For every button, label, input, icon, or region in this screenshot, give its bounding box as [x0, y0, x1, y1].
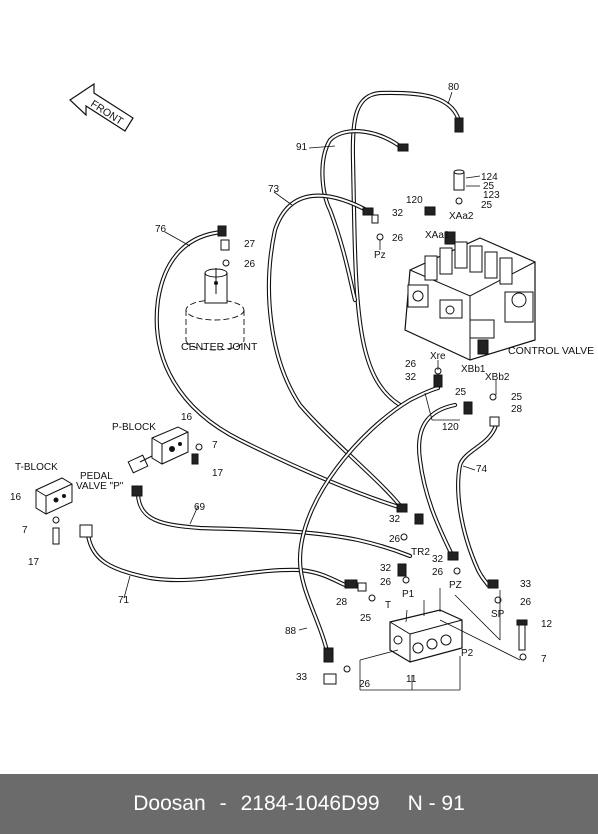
t-block-label: T-BLOCK	[15, 462, 58, 473]
callout-25d: 25	[511, 392, 523, 403]
center-joint: CENTER JOINT	[181, 268, 258, 353]
hoses	[85, 90, 499, 658]
port-tr2: TR2	[411, 547, 430, 558]
callout-26b: 26	[244, 259, 256, 270]
footer-page: N - 91	[407, 792, 465, 815]
callout-16a: 16	[181, 412, 193, 423]
center-joint-label: CENTER JOINT	[181, 341, 258, 353]
footer-brand: Doosan	[133, 792, 206, 815]
callout-32a: 32	[392, 208, 404, 219]
p-block-label: P-BLOCK	[112, 422, 156, 433]
callout-7b: 7	[22, 525, 28, 536]
callout-69: 69	[194, 502, 206, 513]
bolts	[52, 443, 528, 661]
port-pz: PZ	[449, 580, 462, 591]
footer-bar: Doosan - 2184-1046D99 N - 91	[0, 774, 598, 834]
control-valve-label: CONTROL VALVE	[508, 345, 594, 357]
port-sp: SP	[491, 609, 505, 620]
port-xre: Xre	[430, 351, 446, 362]
callout-26f: 26	[432, 567, 444, 578]
callout-73: 73	[268, 184, 280, 195]
callout-17a: 17	[212, 468, 224, 479]
port-xaa2: XAa2	[449, 211, 474, 222]
callout-120a: 120	[406, 195, 423, 206]
pedal-valve: PEDAL VALVE "P"	[76, 454, 153, 492]
callout-28b: 28	[336, 597, 348, 608]
callout-26g: 26	[520, 597, 532, 608]
manifold-block	[389, 609, 463, 663]
callout-25e: 25	[360, 613, 372, 624]
callout-32d: 32	[380, 563, 392, 574]
callout-28a: 28	[511, 404, 523, 415]
callout-25c: 25	[455, 387, 467, 398]
hydraulic-diagram: FRONT CENTER JOINT	[10, 82, 595, 691]
callout-33b: 33	[296, 672, 308, 683]
callout-80: 80	[448, 82, 460, 93]
callout-25b: 25	[481, 200, 493, 211]
p-block: P-BLOCK	[112, 422, 189, 465]
callout-27: 27	[244, 239, 256, 250]
t-block: T-BLOCK	[15, 462, 73, 515]
control-valve: CONTROL VALVE	[404, 231, 594, 361]
callout-7a: 7	[212, 440, 218, 451]
callout-32c: 32	[389, 514, 401, 525]
port-t: T	[385, 600, 391, 611]
callout-74: 74	[476, 464, 488, 475]
callout-12: 12	[541, 619, 553, 630]
callout-26h: 26	[359, 679, 371, 690]
leader-lines	[123, 91, 521, 691]
callout-26e: 26	[380, 577, 392, 588]
port-p1: P1	[402, 589, 415, 600]
callout-16b: 16	[10, 492, 22, 503]
fittings	[79, 117, 502, 685]
callouts: 80 91 124 25 123 25 120 73 32 26 76 27 2…	[10, 82, 553, 690]
port-xbb1: XBb1	[461, 364, 486, 375]
callout-32b: 32	[405, 372, 417, 383]
port-xaa1: XAa1	[425, 230, 450, 241]
pedal-valve-label-1: PEDAL	[80, 471, 113, 482]
footer-separator: -	[219, 792, 227, 815]
callout-120b: 120	[442, 422, 459, 433]
footer-part-number: 2184-1046D99	[240, 792, 380, 815]
callout-33a: 33	[520, 579, 532, 590]
callout-26a: 26	[392, 233, 404, 244]
pedal-valve-label-2: VALVE "P"	[76, 481, 124, 492]
callout-123: 123	[483, 190, 500, 201]
callout-124: 124	[481, 172, 498, 183]
callout-11: 11	[406, 674, 417, 685]
port-xbb2: XBb2	[485, 372, 510, 383]
port-labels: XAa2 XAa1 Pz Xre XBb1 XBb2 TR2 PZ P1 T S…	[374, 211, 510, 659]
callout-17b: 17	[28, 557, 40, 568]
callout-7c: 7	[541, 654, 547, 665]
callout-26c: 26	[405, 359, 417, 370]
callout-91: 91	[296, 142, 308, 153]
callout-32e: 32	[432, 554, 444, 565]
callout-76: 76	[155, 224, 167, 235]
callout-71: 71	[118, 595, 130, 606]
port-pz-top: Pz	[374, 250, 386, 261]
callout-25a: 25	[483, 181, 495, 192]
callout-88: 88	[285, 626, 297, 637]
callout-26d: 26	[389, 534, 401, 545]
port-p2: P2	[461, 648, 474, 659]
